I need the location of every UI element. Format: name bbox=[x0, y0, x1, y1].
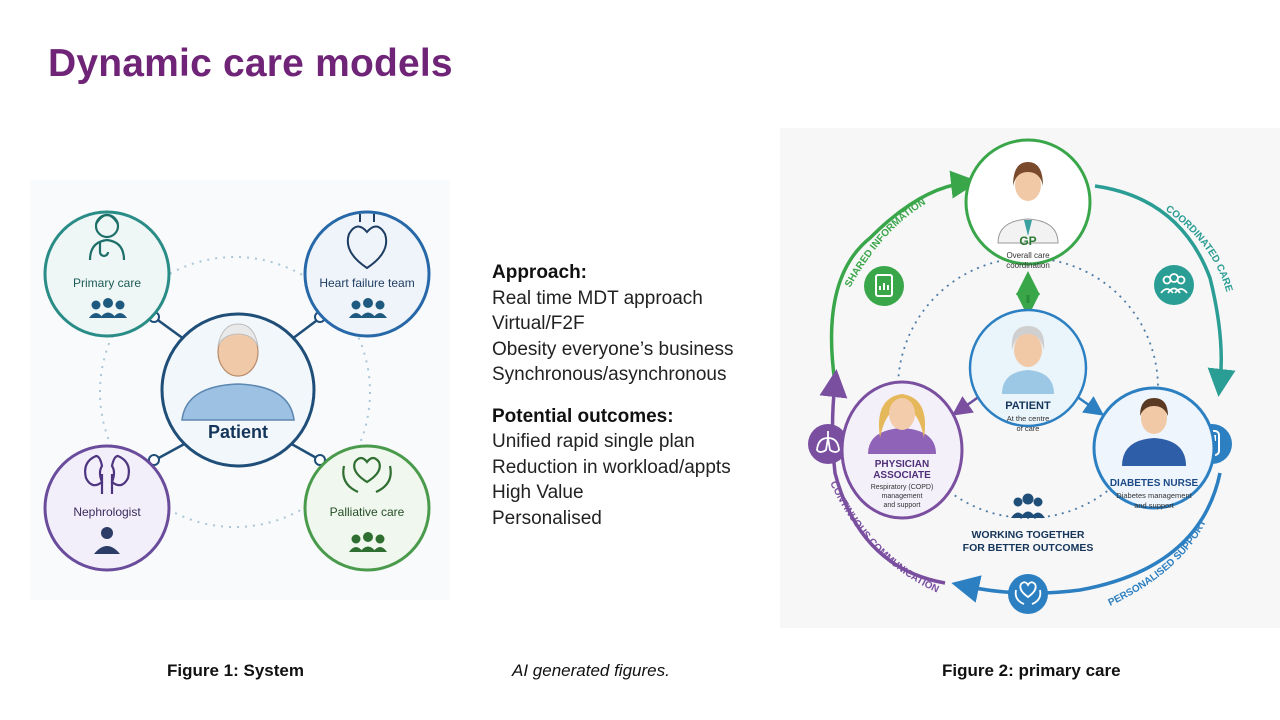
figure1-system-diagram: Primary care Heart failure team Nephrolo… bbox=[30, 180, 450, 600]
figure1-caption: Figure 1: System bbox=[167, 661, 304, 680]
arrow-shared-information bbox=[829, 170, 979, 384]
node-nephrologist: Nephrologist bbox=[43, 444, 171, 572]
patient-sub: At the centre bbox=[1007, 414, 1050, 423]
outcomes-heading: Potential outcomes: bbox=[492, 405, 674, 427]
node-patient: PATIENT At the centre of care bbox=[968, 308, 1088, 433]
approach-outcomes-text: Approach: Real time MDT approach Virtual… bbox=[492, 260, 734, 531]
nurse-sub: Diabetes management bbox=[1116, 491, 1192, 500]
gp-title: GP bbox=[1019, 234, 1036, 248]
elderly-woman-icon bbox=[1002, 326, 1054, 394]
outcome-item: Personalised bbox=[492, 507, 602, 529]
slide-title: Dynamic care models bbox=[48, 42, 453, 85]
arrow-coordinated-care bbox=[1094, 184, 1236, 397]
patient-label: Patient bbox=[208, 422, 268, 442]
working-together: WORKING TOGETHER FOR BETTER OUTCOMES bbox=[963, 493, 1094, 554]
node-primary-care: Primary care bbox=[43, 210, 171, 338]
group-icon bbox=[349, 532, 387, 552]
working-together-line2: FOR BETTER OUTCOMES bbox=[963, 542, 1094, 554]
node-gp: GP Overall care coordination bbox=[964, 138, 1092, 270]
node-label: Nephrologist bbox=[73, 505, 141, 519]
node-physician-associate: PHYSICIAN ASSOCIATE Respiratory (COPD) m… bbox=[840, 380, 964, 520]
outcome-item: High Value bbox=[492, 482, 584, 503]
patient-connectors bbox=[951, 271, 1105, 416]
nurse-sub: and support bbox=[1134, 501, 1175, 510]
elderly-man-icon bbox=[181, 323, 295, 421]
group-icon bbox=[1011, 493, 1045, 518]
gp-sub: Overall care bbox=[1006, 251, 1050, 260]
doctor-icon bbox=[88, 213, 126, 261]
outcome-item: Unified rapid single plan bbox=[492, 431, 695, 452]
node-label: Palliative care bbox=[330, 505, 405, 519]
approach-item: Obesity everyone’s business bbox=[492, 338, 734, 360]
doctor-icon bbox=[94, 527, 120, 554]
physician-sub: Respiratory (COPD) bbox=[871, 484, 934, 491]
node-diabetes-nurse: DIABETES NURSE Diabetes management and s… bbox=[1092, 386, 1216, 510]
heart-hands-icon bbox=[1008, 574, 1048, 614]
approach-item: Synchronous/asynchronous bbox=[492, 364, 727, 385]
patient-sub: of care bbox=[1017, 424, 1040, 433]
node-patient: Patient bbox=[160, 312, 316, 468]
document-chart-icon bbox=[864, 266, 904, 306]
figure2-caption: Figure 2: primary care bbox=[942, 661, 1121, 680]
kidney-icon bbox=[84, 454, 130, 494]
physician-sub: management bbox=[882, 493, 923, 500]
team-icon bbox=[1154, 265, 1194, 305]
team-medical-icon bbox=[349, 298, 387, 318]
nurse-title: DIABETES NURSE bbox=[1110, 478, 1199, 489]
physician-title: ASSOCIATE bbox=[873, 470, 931, 481]
heart-icon bbox=[346, 214, 388, 270]
group-icon bbox=[89, 298, 127, 318]
patient-title: PATIENT bbox=[1005, 400, 1051, 412]
arrow-continuous-communication bbox=[819, 369, 946, 585]
nurse-icon bbox=[1122, 398, 1186, 466]
gp-sub: coordination bbox=[1006, 261, 1050, 270]
physician-title: PHYSICIAN bbox=[875, 459, 929, 470]
lungs-icon bbox=[808, 424, 848, 464]
ai-note-caption: AI generated figures. bbox=[512, 661, 670, 680]
approach-heading: Approach: bbox=[492, 262, 587, 283]
approach-item: Real time MDT approach bbox=[492, 287, 703, 309]
figure2-primary-care-diagram: SHARED INFORMATION COORDINATED CARE PERS… bbox=[808, 138, 1236, 614]
working-together-line1: WORKING TOGETHER bbox=[972, 529, 1085, 541]
node-palliative-care: Palliative care bbox=[303, 444, 431, 572]
outcome-item: Reduction in workload/appts bbox=[492, 456, 731, 478]
arrow-personalised-support bbox=[951, 472, 1222, 603]
node-label: Heart failure team bbox=[319, 276, 414, 290]
node-label: Primary care bbox=[73, 276, 141, 290]
physician-sub: and support bbox=[884, 502, 921, 509]
node-heart-failure-team: Heart failure team bbox=[303, 210, 431, 338]
hands-heart-icon bbox=[342, 456, 392, 494]
physician-associate-icon bbox=[868, 394, 936, 454]
female-doctor-icon bbox=[997, 162, 1059, 244]
approach-item: Virtual/F2F bbox=[492, 313, 585, 334]
